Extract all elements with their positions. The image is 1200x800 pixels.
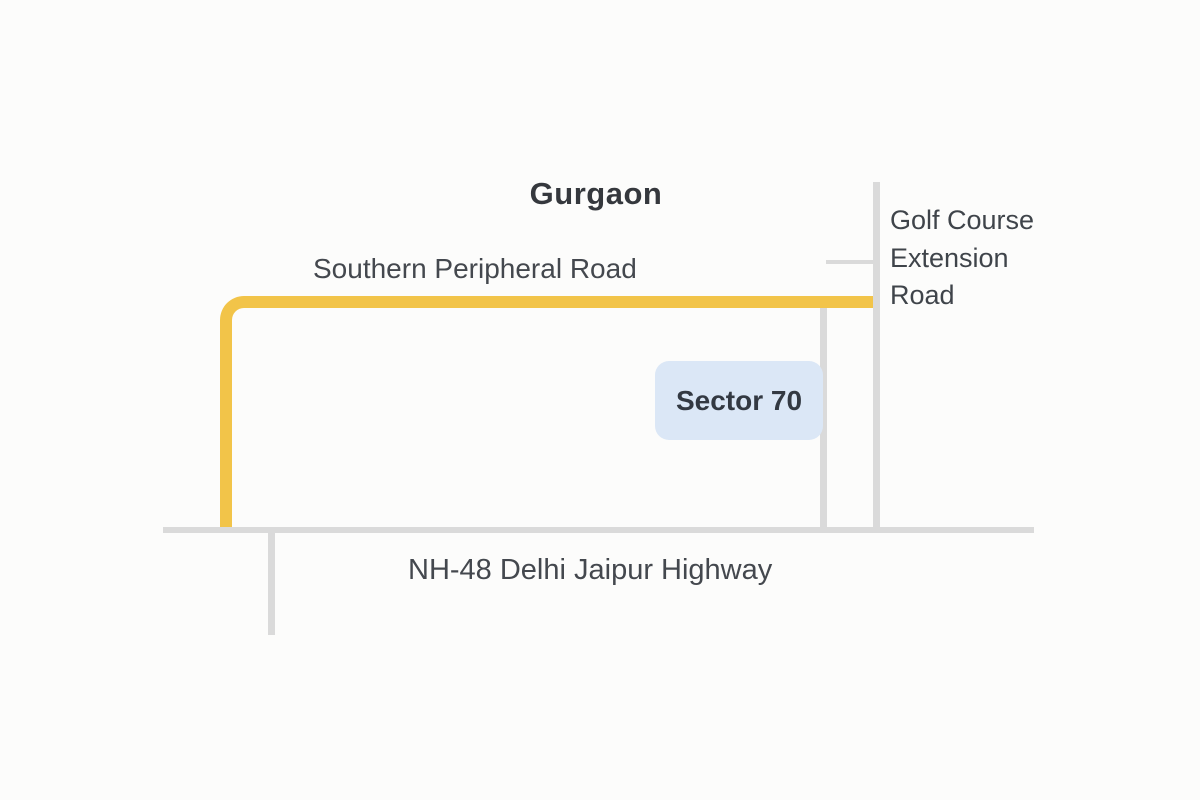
sector-70-badge: Sector 70 [655,361,823,440]
map-title: Gurgaon [529,176,663,211]
southern-peripheral-road-line [220,296,877,528]
sector-70-label: Sector 70 [675,384,803,416]
sector-70-boundary-line [820,308,827,528]
nh48-branch-line [268,531,275,635]
road-label-golf-course-extension-road: Golf Course Extension Road [890,205,1035,310]
road-label-nh48-delhi-jaipur-highway: NH-48 Delhi Jaipur Highway [408,554,773,586]
golf-course-extension-road-line [873,182,880,528]
golf-course-extension-road-tick [826,260,873,264]
road-label-southern-peripheral-road: Southern Peripheral Road [313,253,637,284]
nh48-highway-line [163,527,1034,533]
